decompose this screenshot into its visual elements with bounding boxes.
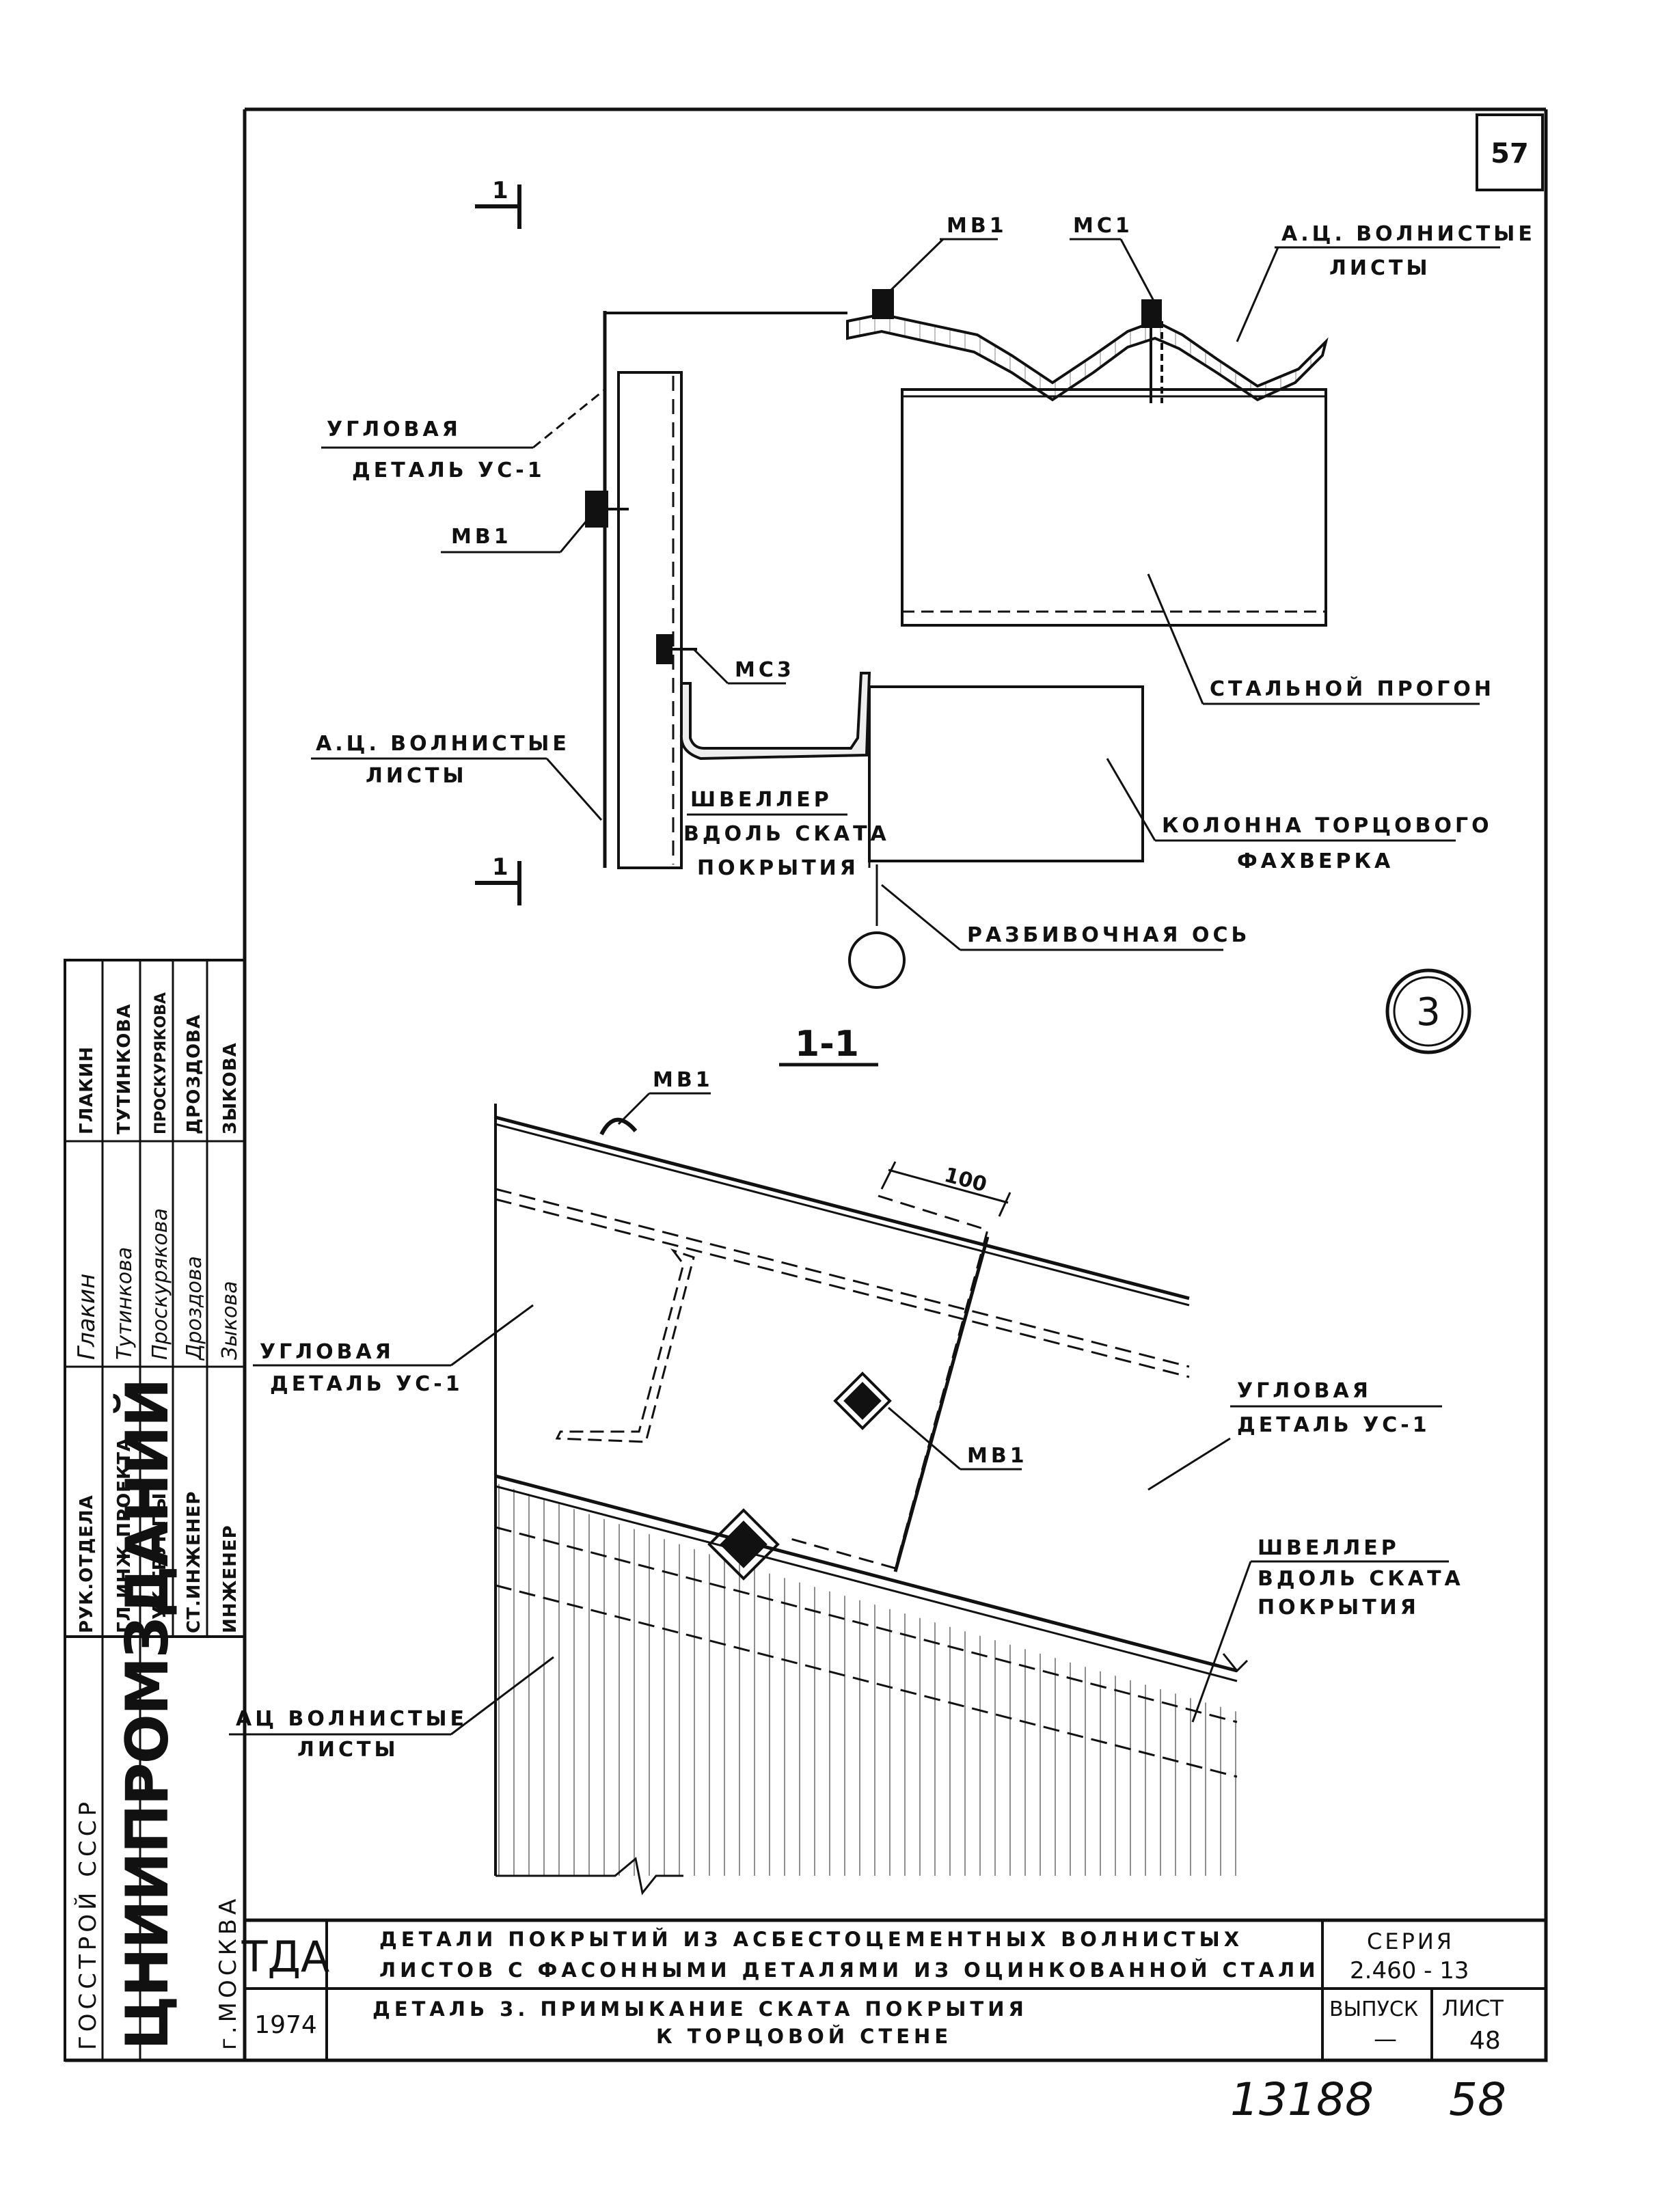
section-mark-top: 1 [492, 177, 508, 204]
stamp-org-3: г.МОСКВА [215, 1895, 242, 2050]
stamp-signature-5: Зыкова [218, 1281, 242, 1360]
section-mark-bottom: 1 [492, 854, 508, 881]
label-steel-purlin: СТАЛЬНОЙ ПРОГОН [1210, 677, 1495, 701]
series-value: 2.460 - 13 [1350, 1957, 1469, 1984]
stamp-name-3: ПРОСКУРЯКОВА [152, 992, 169, 1134]
label-channel-section-2: ВДОЛЬ СКАТА [1258, 1567, 1464, 1591]
stamp-role-5: ИНЖЕНЕР [220, 1525, 241, 1633]
stamp-role-1: РУК.ОТДЕЛА [77, 1494, 97, 1633]
label-axis: РАЗБИВОЧНАЯ ОСЬ [967, 923, 1250, 947]
label-mb1-section-top: МВ1 [653, 1068, 714, 1092]
section-labels: МВ1 100 УГЛОВАЯ ДЕТАЛЬ УС-1 УГЛОВАЯ ДЕТА… [229, 1068, 1464, 1762]
stamp-signature-4: Дроздова [182, 1256, 206, 1361]
stamp-name-5: ЗЫКОВА [220, 1042, 241, 1134]
title-code: ТДА [241, 1932, 330, 1982]
detail-line-1: ДЕТАЛЬ 3. ПРИМЫКАНИЕ СКАТА ПОКРЫТИЯ [372, 1997, 1028, 2021]
series-label: СЕРИЯ [1367, 1928, 1454, 1954]
footer-hand-2: 58 [1449, 2073, 1506, 2126]
page-number-box: 57 [1476, 113, 1544, 191]
title-line-2: ЛИСТОВ С ФАСОННЫМИ ДЕТАЛЯМИ ИЗ ОЦИНКОВАН… [379, 1958, 1320, 1982]
dim-100: 100 [942, 1163, 990, 1197]
label-corner-left-2: ДЕТАЛЬ УС-1 [270, 1372, 463, 1396]
stamp-name-2: ТУТИНКОВА [114, 1004, 135, 1134]
label-channel-3: ПОКРЫТИЯ [697, 856, 859, 880]
label-sheets-left-1: А.Ц. ВОЛНИСТЫЕ [316, 732, 570, 756]
label-sheets-left-2: ЛИСТЫ [366, 764, 467, 788]
section-title: 1-1 [779, 1024, 878, 1067]
top-labels: 1 1 МВ1 МС1 А.Ц. ВОЛНИСТЫЕ ЛИСТЫ УГЛОВАЯ… [311, 177, 1536, 951]
side-stamp: РУК.ОТДЕЛА ГЛ.ИНЖ.ПРОЕКТА РУК.ГРУППЫ СТ.… [64, 959, 246, 2062]
sheet-label: ЛИСТ [1442, 1995, 1504, 2021]
stamp-signature-2: Тутинкова [113, 1247, 137, 1360]
page-number: 57 [1491, 138, 1529, 169]
label-sheets-right-1: А.Ц. ВОЛНИСТЫЕ [1281, 222, 1536, 246]
label-channel-1: ШВЕЛЛЕР [690, 788, 832, 812]
detail-number-marker: 3 [1385, 968, 1471, 1054]
label-column-2: ФАХВЕРКА [1237, 849, 1394, 873]
stamp-role-4: СТ.ИНЖЕНЕР [184, 1491, 204, 1633]
stamp-signature-3: Проскурякова [148, 1208, 172, 1360]
stamp-name-4: ДРОЗДОВА [184, 1014, 204, 1134]
label-mb1-top: МВ1 [947, 214, 1007, 238]
label-column-1: КОЛОННА ТОРЦОВОГО [1162, 814, 1493, 838]
label-channel-2: ВДОЛЬ СКАТА [683, 822, 890, 846]
label-ms1: МС1 [1073, 214, 1133, 238]
label-channel-section-3: ПОКРЫТИЯ [1258, 1596, 1419, 1620]
label-sheets-section-2: ЛИСТЫ [297, 1738, 399, 1762]
issue-value: — [1374, 2025, 1397, 2053]
footer-hand-1: 13188 [1230, 2073, 1374, 2126]
top-detail [475, 185, 1329, 989]
title-year: 1974 [254, 2011, 317, 2039]
label-ms3: МС3 [735, 658, 795, 682]
label-mb1-section-mid: МВ1 [967, 1444, 1028, 1468]
title-block-text: ТДА 1974 ДЕТАЛИ ПОКРЫТИЙ ИЗ АСБЕСТОЦЕМЕН… [241, 1928, 1506, 2126]
label-corner-2: ДЕТАЛЬ УС-1 [352, 459, 545, 482]
label-corner-left-1: УГЛОВАЯ [260, 1340, 394, 1364]
title-block [243, 1918, 1548, 2062]
label-sheets-section-1: АЦ ВОЛНИСТЫЕ [236, 1707, 467, 1731]
stamp-name-1: ГЛАКИН [77, 1046, 97, 1134]
label-channel-section-1: ШВЕЛЛЕР [1258, 1536, 1400, 1560]
stamp-role-3: РУК.ГРУППЫ [150, 1492, 170, 1633]
title-line-1: ДЕТАЛИ ПОКРЫТИЙ ИЗ АСБЕСТОЦЕМЕНТНЫХ ВОЛН… [379, 1928, 1243, 1951]
sheet-value: 48 [1469, 2027, 1501, 2055]
label-mb1-left: МВ1 [451, 525, 512, 549]
label-corner-1: УГЛОВАЯ [327, 418, 461, 441]
label-sheets-right-2: ЛИСТЫ [1329, 256, 1431, 280]
stamp-org-1: ГОССТРОЙ СССР [74, 1798, 102, 2050]
issue-label: ВЫПУСК [1329, 1997, 1418, 2021]
label-corner-right-1: УГЛОВАЯ [1237, 1379, 1372, 1403]
section-title-text: 1-1 [795, 1024, 859, 1065]
detail-line-2: К ТОРЦОВОЙ СТЕНЕ [656, 2025, 952, 2048]
detail-number: 3 [1416, 990, 1441, 1035]
section-detail [494, 1104, 1249, 1896]
stamp-role-2: ГЛ.ИНЖ.ПРОЕКТА [114, 1437, 135, 1633]
stamp-org-2: ЦНИИПРОМЗДАНИЙ [113, 1379, 182, 2050]
label-corner-right-2: ДЕТАЛЬ УС-1 [1237, 1413, 1430, 1437]
stamp-signature-1: Глакин [73, 1274, 100, 1360]
